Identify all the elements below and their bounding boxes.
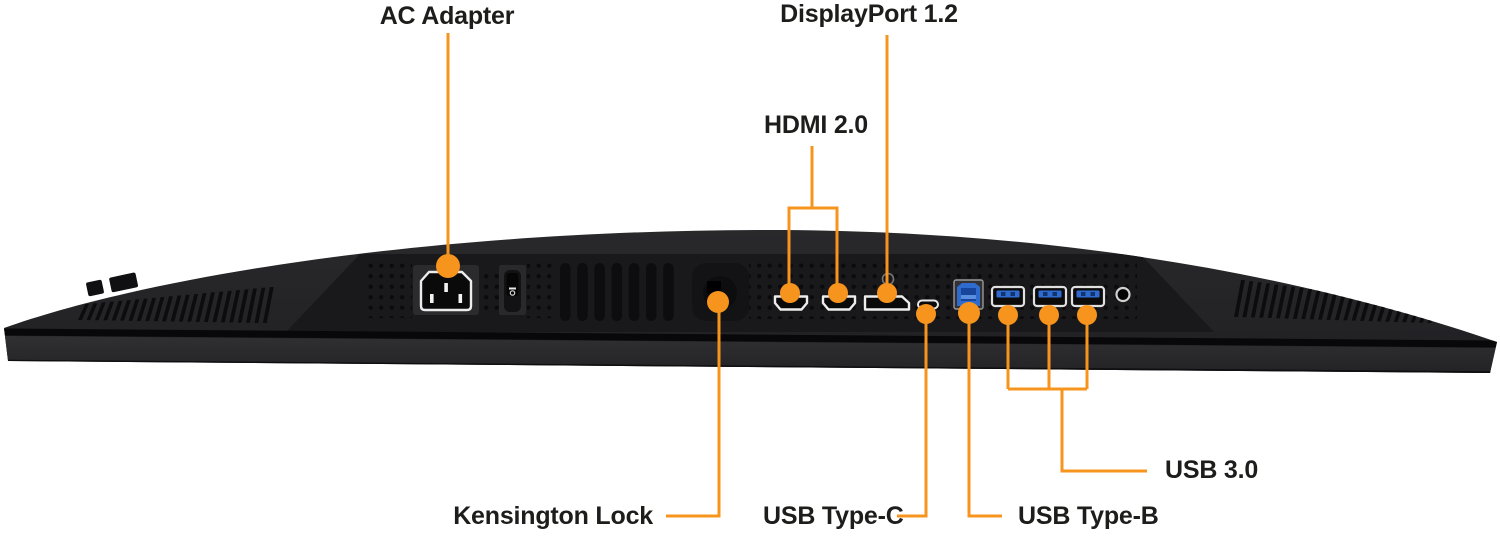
usb-a-port-icon <box>990 285 1026 308</box>
callout-usb-c <box>897 304 936 518</box>
label-kensington: Kensington Lock <box>453 502 653 530</box>
callout-usb-b <box>958 302 1002 518</box>
label-displayport: DisplayPort 1.2 <box>780 0 958 28</box>
bezel-bottom-edge <box>7 359 1492 373</box>
vent-slats-center <box>560 263 674 321</box>
usb-a-port-icon <box>1032 285 1068 308</box>
usb-a-port-icon <box>1070 285 1106 308</box>
label-usb3: USB 3.0 <box>1165 456 1259 484</box>
label-hdmi: HDMI 2.0 <box>764 111 868 139</box>
usb-b-port-icon <box>953 279 984 310</box>
ac-inlet-icon <box>413 265 479 315</box>
callout-hdmi <box>780 146 848 303</box>
bezel-groove <box>4 328 1497 348</box>
callout-displayport <box>877 35 897 303</box>
vent-slats-right <box>1234 280 1439 323</box>
osd-buttons <box>86 272 138 297</box>
label-usb-c: USB Type-C <box>763 502 904 530</box>
label-ac-adapter: AC Adapter <box>379 2 515 30</box>
vent-slats-left <box>78 287 274 323</box>
callout-usb3 <box>998 305 1147 473</box>
label-usb-b: USB Type-B <box>1018 502 1159 530</box>
callout-ac-adapter <box>436 33 460 278</box>
power-switch-icon <box>499 265 526 315</box>
audio-jack-icon <box>1115 286 1131 303</box>
callout-kensington <box>666 291 729 518</box>
